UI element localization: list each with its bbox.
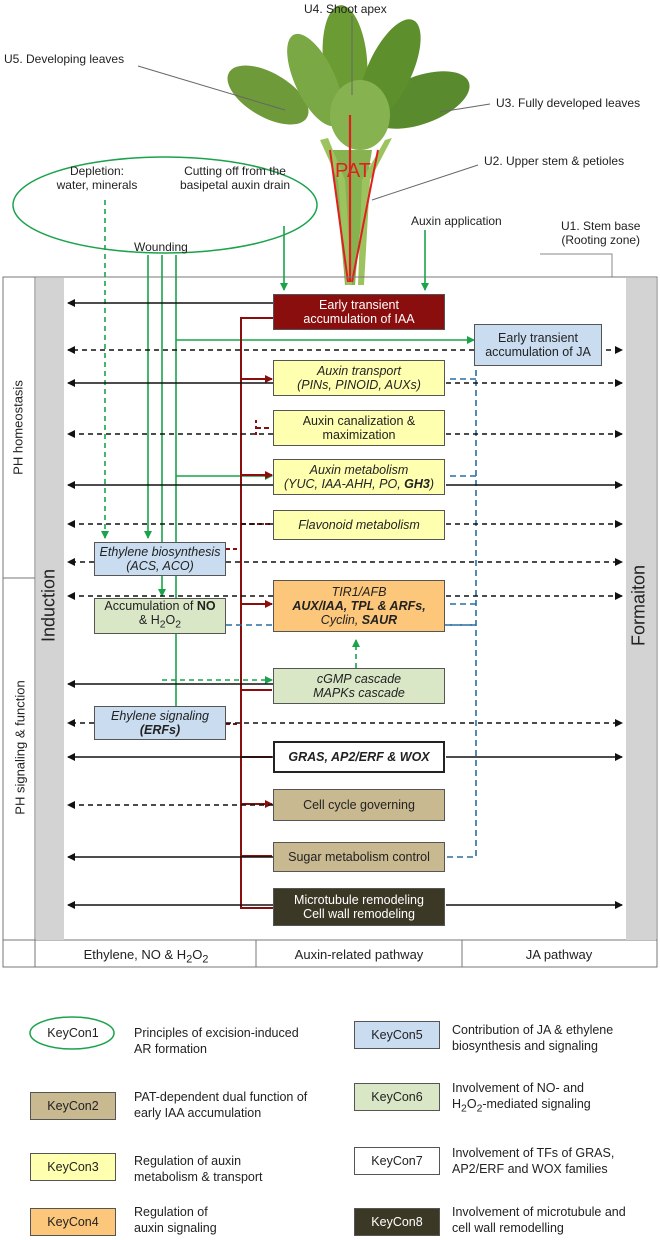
wounding-label: Wounding — [134, 240, 188, 254]
ph-homeostasis-label: PH homeostasis — [10, 380, 26, 475]
pat-label: PAT — [335, 160, 371, 182]
cgmp-cascade-box: cGMP cascade MAPKs cascade — [273, 668, 445, 704]
u1-leader — [540, 253, 613, 277]
ethylene-biosynthesis-box: Ethylene biosynthesis (ACS, ACO) — [94, 542, 226, 576]
induction-bar — [36, 278, 64, 940]
label-u5: U5. Developing leaves — [4, 52, 125, 66]
ja-accumulation-box: Early transient accumulation of JA — [474, 324, 602, 366]
label-u3: U3. Fully developed leaves — [496, 96, 641, 110]
plant-illustration — [227, 5, 470, 285]
legend-text-3: Regulation of auxin metabolism & transpo… — [134, 1154, 263, 1184]
legend-key-2: KeyCon2 — [30, 1092, 116, 1120]
label-u1: U1. Stem base (Rooting zone) — [561, 219, 641, 247]
legend-text-2: PAT-dependent dual function of early IAA… — [134, 1090, 308, 1120]
u3-leader — [439, 103, 491, 113]
column-ja: JA pathway — [525, 947, 593, 962]
keycon1-legend-ellipse — [29, 1016, 115, 1050]
tfs-box: GRAS, AP2/ERF & WOX — [273, 741, 445, 773]
auxin-signaling-box: TIR1/AFB AUX/IAA, TPL & ARFs, Cyclin, SA… — [273, 580, 445, 632]
cell-cycle-box: Cell cycle governing — [273, 789, 445, 821]
formation-bar — [626, 278, 656, 940]
ph-signaling-label: PH signaling & function — [12, 680, 28, 815]
legend-text-1: Principles of excision-induced AR format… — [134, 1026, 299, 1056]
legend-key-1: KeyCon1 — [47, 1026, 99, 1040]
no-accumulation-box: Accumulation of NO & H2O2 — [94, 598, 226, 634]
legend-key-4: KeyCon4 — [30, 1208, 116, 1236]
legend-text-5: Contribution of JA & ethylene biosynthes… — [452, 1023, 614, 1053]
microtubule-box: Microtubule remodeling Cell wall remodel… — [273, 888, 445, 926]
ethylene-signaling-box: Ehylene signaling (ERFs) — [94, 706, 226, 740]
depletion-label: Depletion: water, minerals — [56, 164, 138, 192]
flavonoid-metabolism-box: Flavonoid metabolism — [273, 510, 445, 540]
label-u2: U2. Upper stem & petioles — [484, 154, 625, 168]
auxin-canalization-box: Auxin canalization & maximization — [273, 410, 445, 446]
u5-leader — [137, 65, 286, 111]
cutting-label: Cutting off from the basipetal auxin dra… — [179, 164, 291, 192]
iaa-accumulation-box: Early transient accumulation of IAA — [273, 294, 445, 330]
sugar-metabolism-box: Sugar metabolism control — [273, 842, 445, 872]
outer-frame — [2, 276, 658, 968]
auxin-transport-box: Auxin transport (PINs, PINOID, AUXs) — [273, 360, 445, 396]
formation-label: Formaiton — [628, 564, 649, 647]
legend-text-6: Involvement of NO- and H2O2-mediated sig… — [452, 1081, 591, 1115]
induction-label: Induction — [38, 568, 59, 643]
legend-text-4: Regulation of auxin signaling — [134, 1205, 217, 1235]
legend-key-7: KeyCon7 — [354, 1147, 440, 1175]
legend-text-7: Involvement of TFs of GRAS, AP2/ERF and … — [452, 1146, 615, 1176]
auxin-metabolism-box: Auxin metabolism (YUC, IAA-AHH, PO, GH3) — [273, 459, 445, 495]
column-ethylene: Ethylene, NO & H2O2 — [83, 947, 209, 966]
legend-key-3: KeyCon3 — [30, 1153, 116, 1181]
u2-leader — [371, 164, 479, 201]
legend-text-8: Involvement of microtubule and cell wall… — [452, 1205, 626, 1235]
keycon1-ellipse — [12, 156, 318, 254]
legend-key-8: KeyCon8 — [354, 1208, 440, 1236]
legend-key-6: KeyCon6 — [354, 1083, 440, 1111]
column-auxin: Auxin-related pathway — [294, 947, 424, 962]
auxin-application-label: Auxin application — [411, 214, 502, 228]
legend-key-5: KeyCon5 — [354, 1021, 440, 1049]
label-u4: U4. Shoot apex — [304, 2, 387, 16]
